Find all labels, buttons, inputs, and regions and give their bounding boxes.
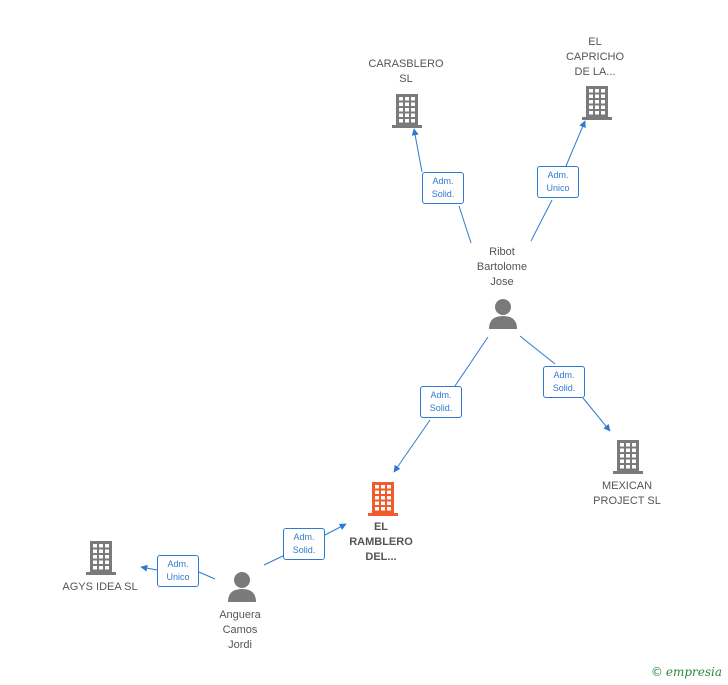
edge-label-ribot-ramblero[interactable]: Adm. Solid. xyxy=(420,386,462,418)
empresia-watermark: ©empresia xyxy=(651,665,722,679)
node-label-agys[interactable]: AGYS IDEA SL xyxy=(62,581,138,593)
edge-label-ribot-mexican[interactable]: Adm. Solid. xyxy=(543,366,585,398)
copyright-icon: © xyxy=(650,665,663,679)
node-label-ribot[interactable]: Ribot Bartolome Jose xyxy=(476,246,528,288)
edge-label-anguera-agys[interactable]: Adm. Unico xyxy=(157,555,199,587)
edge-ribot-ramblero xyxy=(393,336,489,473)
person-icon-anguera[interactable] xyxy=(228,572,256,602)
node-label-el-ramblero[interactable]: EL RAMBLERO DEL... xyxy=(349,521,413,563)
edges-layer xyxy=(140,120,611,580)
edge-label-anguera-ramblero[interactable]: Adm. Solid. xyxy=(283,528,325,560)
brand-name: empresia xyxy=(665,665,722,679)
edge-anguera-agys xyxy=(140,564,216,580)
edge-label-ribot-capricho[interactable]: Adm. Unico xyxy=(537,166,579,198)
building-icon-el-capricho[interactable] xyxy=(582,86,612,120)
building-icon-agys[interactable] xyxy=(86,541,116,575)
edge-ribot-capricho xyxy=(530,120,586,242)
icons-layer xyxy=(86,86,643,602)
node-label-el-capricho[interactable]: EL CAPRICHO DE LA... xyxy=(565,36,625,78)
node-label-carasblero[interactable]: CARASBLERO SL xyxy=(368,58,444,85)
edge-label-ribot-carasblero[interactable]: Adm. Solid. xyxy=(422,172,464,204)
node-label-mexican[interactable]: MEXICAN PROJECT SL xyxy=(593,480,661,507)
person-icon-ribot[interactable] xyxy=(489,299,517,329)
edge-ribot-carasblero xyxy=(411,128,472,244)
building-icon-el-ramblero[interactable] xyxy=(368,482,398,516)
edge-ribot-mexican xyxy=(519,335,611,432)
building-icon-mexican[interactable] xyxy=(613,440,643,474)
building-icon-carasblero[interactable] xyxy=(392,94,422,128)
node-label-anguera[interactable]: Anguera Camos Jordi xyxy=(219,609,261,651)
